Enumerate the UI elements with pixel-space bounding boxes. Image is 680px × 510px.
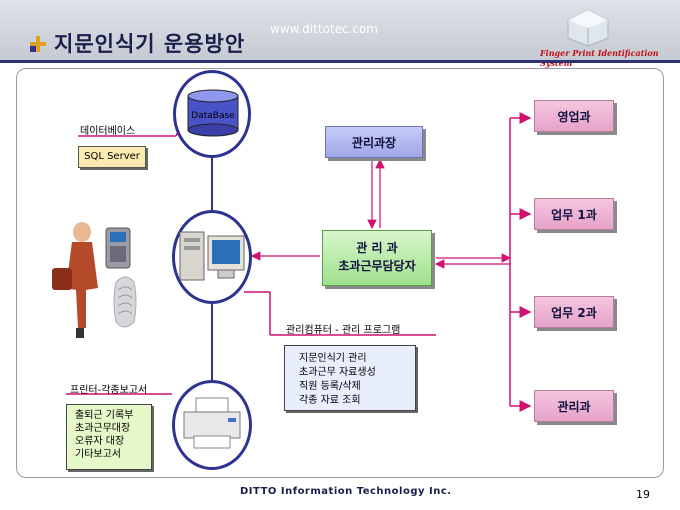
- website-url: www.dittotec.com: [270, 22, 378, 36]
- pc-caption: 관리컴퓨터 - 관리 프로그램: [286, 325, 401, 336]
- db-note: SQL Server: [78, 146, 146, 168]
- header-rule: [0, 60, 680, 63]
- footer-company: DITTO Information Technology Inc.: [240, 486, 452, 497]
- manager-dept-line1: 관 리 과: [356, 241, 398, 255]
- pc-note-item: 각종 자료 조회: [299, 395, 361, 406]
- pc-note-item: 초과근무 자료생성: [299, 367, 376, 378]
- printer-note-item: 출퇴근 기록부: [75, 410, 134, 421]
- printer-notes: 출퇴근 기록부 초과근무대장 오류자 대장 기타보고서: [66, 404, 152, 470]
- computer-icon: [179, 231, 245, 281]
- title-bar: [0, 0, 680, 62]
- pc-note-item: 지문인식기 관리: [299, 353, 367, 364]
- dept-box-ops1: 업무 1과: [534, 198, 614, 230]
- page-number: 19: [636, 488, 650, 501]
- printer-note-item: 오류자 대장: [75, 436, 125, 447]
- db-caption: 데이터베이스: [80, 126, 136, 137]
- pc-notes: 지문인식기 관리 초과근무 자료생성 직원 등록/삭제 각종 자료 조회: [284, 345, 416, 411]
- manager-dept-line2: 초과근무담당자: [338, 259, 416, 273]
- pc-note-item: 직원 등록/삭제: [299, 381, 361, 392]
- crystal-cube-icon: [567, 9, 609, 47]
- dept-box-admin: 관리과: [534, 390, 614, 422]
- dept-box-ops2: 업무 2과: [534, 296, 614, 328]
- system-tagline: Finger Print Identification System: [540, 48, 659, 68]
- database-label: DataBase: [191, 111, 235, 121]
- printer-icon: [183, 397, 241, 449]
- page-title: 지문인식기 운용방안: [54, 32, 246, 56]
- manager-dept-box: 관 리 과 초과근무담당자: [322, 230, 432, 286]
- manager-chief-box: 관리과장: [325, 126, 423, 158]
- database-icon: [187, 89, 239, 137]
- printer-caption: 프린터-각종보고서: [70, 385, 148, 396]
- user-scanning-icon: [52, 222, 137, 338]
- title-bullet-icon: [30, 36, 46, 52]
- dept-box-sales: 영업과: [534, 100, 614, 132]
- printer-note-item: 초과근무대장: [75, 423, 131, 434]
- printer-note-item: 기타보고서: [75, 449, 121, 460]
